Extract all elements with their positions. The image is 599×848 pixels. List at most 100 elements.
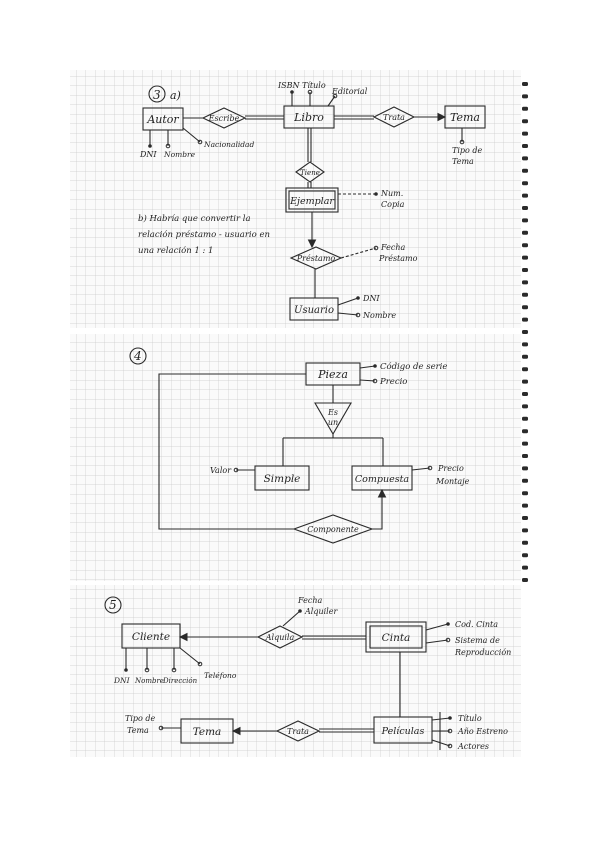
spiral-ring (522, 429, 528, 434)
attr-prestamo: Préstamo (378, 254, 418, 263)
spiral-ring (522, 516, 528, 520)
spiral-ring (522, 354, 528, 359)
attr-alquiler: Alquiler (304, 607, 338, 616)
relation-trata-label: Trata (383, 113, 405, 122)
isa-label-2: un (328, 418, 338, 427)
attr-cliente-direccion: Dirección (162, 677, 198, 685)
entity-tema-label: Tema (193, 726, 222, 738)
spiral-ring (522, 206, 528, 210)
note-line-1: b) Habría que convertir la (138, 213, 251, 224)
spiral-ring (522, 392, 528, 396)
attr-cod-cinta: Cod. Cinta (455, 620, 498, 629)
relation-escribe-label: Escribe (208, 114, 240, 123)
entity-autor (142, 107, 184, 131)
attr-tipo-de: Tipo de (452, 146, 482, 155)
spiral-ring (522, 317, 528, 322)
spiral-ring (522, 491, 528, 496)
entity-libro-label: Libro (293, 111, 324, 124)
spiral-ring (522, 181, 528, 186)
attr-tipo-de: Tipo de (125, 714, 155, 723)
spiral-ring (522, 404, 528, 409)
spiral-ring (522, 578, 528, 582)
entity-ejemplar-label: Ejemplar (289, 196, 335, 207)
spiral-ring (522, 243, 528, 248)
attr-titulo: Título (458, 714, 482, 723)
relation-alquila-label: Alquila (265, 633, 295, 642)
spiral-ring (522, 478, 528, 483)
spiral-ring (522, 230, 528, 235)
spiral-ring (522, 466, 528, 471)
grid-sheet-middle (70, 334, 521, 581)
spiral-ring (522, 503, 528, 508)
spiral-ring (522, 416, 528, 421)
attr-valor: Valor (210, 466, 232, 475)
spiral-ring (522, 218, 528, 223)
spiral-ring (522, 268, 528, 272)
entity-tema-label: Tema (450, 111, 480, 124)
section-number-circle (129, 347, 147, 365)
isa-label-1: Es (327, 408, 338, 417)
section-4: 4 Pieza Código de serie Precio Es un Sim… (129, 347, 470, 544)
spiral-ring (522, 280, 528, 285)
entity-cliente-label: Cliente (132, 631, 170, 643)
spiral-ring (522, 156, 528, 161)
attr-titulo: Título (302, 81, 326, 90)
attr-actores: Actores (457, 742, 489, 751)
attr-cliente-telefono: Teléfono (204, 671, 237, 680)
attr-usuario-dni: DNI (362, 294, 380, 303)
entity-usuario-label: Usuario (294, 305, 334, 316)
entity-pieza-label: Pieza (317, 368, 348, 381)
spiral-ring (522, 379, 528, 384)
note-line-2: relación préstamo - usuario en (138, 229, 270, 240)
section-number-circle (104, 596, 122, 614)
spiral-ring (522, 82, 528, 86)
spiral-ring (522, 131, 528, 136)
entity-simple-label: Simple (264, 473, 301, 485)
spiral-ring (522, 553, 528, 558)
section-number: 5 (109, 598, 117, 612)
relation-alquila (256, 625, 304, 649)
spiral-ring (522, 540, 528, 545)
entity-autor-label: Autor (146, 113, 179, 126)
spiral-ring (522, 367, 528, 372)
attr-sistema: Sistema de (455, 636, 500, 645)
relation-componente-label: Componente (307, 525, 359, 534)
section-number-circle (148, 85, 166, 103)
spiral-ring (522, 454, 528, 458)
attr-cliente-dni: DNI (113, 676, 131, 685)
entity-tema (444, 105, 486, 129)
relation-prestamo-label: Préstamo (296, 254, 336, 263)
attr-tema: Tema (127, 726, 149, 735)
entity-usuario (289, 297, 339, 321)
attr-fecha: Fecha (297, 596, 322, 605)
spiral-ring (522, 441, 528, 446)
attr-tema: Tema (452, 157, 474, 166)
spiral-binding (522, 82, 528, 582)
part-a-label: a) (170, 89, 181, 102)
attr-nacionalidad: Nacionalidad (203, 140, 255, 149)
spiral-ring (522, 144, 528, 148)
section-number: 4 (133, 349, 142, 363)
entity-libro (283, 105, 335, 129)
attr-precio: Precio (379, 377, 407, 387)
spiral-ring (522, 168, 528, 173)
attr-precio-montaje-1: Precio (437, 464, 464, 473)
note-line-3: una relación 1 : 1 (138, 245, 213, 256)
spiral-ring (522, 292, 528, 297)
section-3: 3 a) Autor Escribe Libro Trata Tema ISBN… (138, 81, 486, 321)
attr-editorial: Editorial (331, 87, 368, 96)
section-number: 3 (153, 88, 161, 102)
spiral-ring (522, 565, 528, 570)
attr-codigo-serie: Código de serie (380, 361, 447, 372)
attr-cliente-nombre: Nombre (134, 677, 164, 685)
attr-copia: Copia (381, 200, 405, 209)
relation-trata-label: Trata (287, 727, 309, 736)
isa-triangle (314, 402, 352, 436)
relation-tiene-label: Tiene (300, 169, 320, 177)
spiral-ring (522, 106, 528, 111)
spiral-ring (522, 342, 528, 347)
spiral-ring (522, 305, 528, 310)
attr-ano-estreno: Año Estreno (457, 727, 508, 736)
